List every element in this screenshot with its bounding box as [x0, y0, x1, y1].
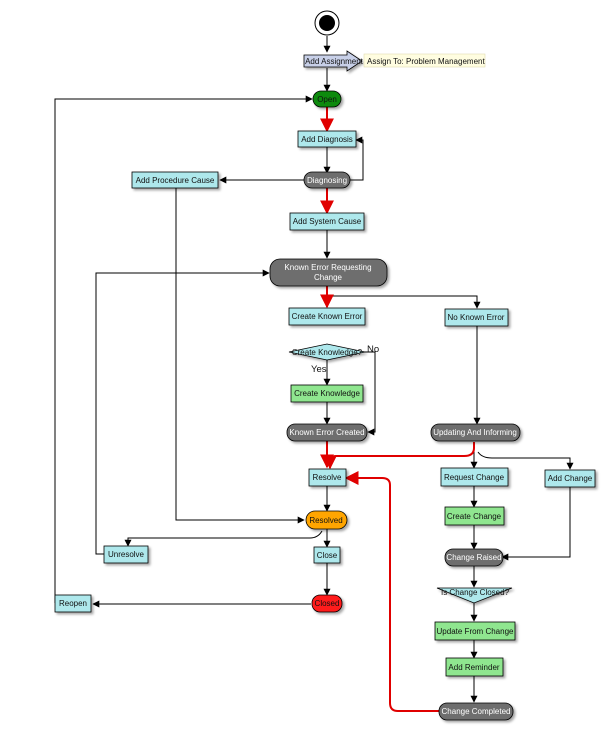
- resolve-node[interactable]: Resolve: [308, 468, 347, 487]
- change-raised-state[interactable]: Change Raised: [444, 548, 504, 567]
- add-procedure-cause-label: Add Procedure Cause: [136, 176, 215, 185]
- update-from-change-node[interactable]: Update From Change: [434, 621, 516, 641]
- create-known-error-node[interactable]: Create Known Error: [288, 307, 366, 326]
- diagnosing-state[interactable]: Diagnosing: [303, 171, 351, 189]
- unresolve-label: Unresolve: [108, 550, 145, 559]
- request-change-node[interactable]: Request Change: [440, 467, 509, 487]
- highlighted-path: [320, 107, 475, 712]
- known-error-created-state[interactable]: Known Error Created: [286, 423, 368, 442]
- request-change-label: Request Change: [444, 473, 505, 482]
- open-label: Open: [317, 95, 337, 104]
- close-label: Close: [317, 551, 338, 560]
- no-branch-label: No: [367, 344, 379, 355]
- add-diagnosis-label: Add Diagnosis: [301, 135, 353, 144]
- reopen-label: Reopen: [59, 599, 87, 608]
- known-error-requesting-change-label-1: Known Error Requesting: [284, 263, 371, 272]
- create-knowledge-decision-label: Create Knowledge?: [292, 348, 363, 357]
- add-system-cause-node[interactable]: Add System Cause: [289, 212, 365, 231]
- create-knowledge-node[interactable]: Create Knowledge: [290, 384, 364, 403]
- updating-and-informing-label: Updating And Informing: [433, 428, 517, 437]
- create-knowledge-label: Create Knowledge: [294, 389, 360, 398]
- resolve-label: Resolve: [313, 473, 342, 482]
- closed-label: Closed: [315, 599, 340, 608]
- open-state[interactable]: Open: [312, 90, 342, 108]
- updating-and-informing-state[interactable]: Updating And Informing: [430, 423, 521, 442]
- no-known-error-node[interactable]: No Known Error: [444, 308, 509, 327]
- create-change-label: Create Change: [447, 512, 502, 521]
- unresolve-node[interactable]: Unresolve: [103, 545, 149, 564]
- close-node[interactable]: Close: [313, 546, 341, 564]
- add-reminder-label: Add Reminder: [448, 663, 499, 672]
- is-change-closed-label: Is Change Closed?: [441, 588, 510, 597]
- change-completed-state[interactable]: Change Completed: [438, 702, 514, 721]
- is-change-closed-decision[interactable]: Is Change Closed?: [436, 587, 513, 604]
- known-error-requesting-change-label-2: Change: [314, 273, 343, 282]
- connectors: [54, 36, 574, 703]
- resolved-label: Resolved: [309, 516, 342, 525]
- known-error-requesting-change-state[interactable]: Known Error Requesting Change: [269, 258, 388, 287]
- add-change-node[interactable]: Add Change: [544, 469, 596, 488]
- assign-to-note-label: Assign To: Problem Management: [367, 57, 485, 66]
- known-error-created-label: Known Error Created: [289, 428, 364, 437]
- add-assignment-label: Add Assignment: [305, 57, 364, 66]
- create-knowledge-decision[interactable]: Create Knowledge?: [288, 343, 366, 361]
- add-change-label: Add Change: [548, 474, 593, 483]
- diagnosing-label: Diagnosing: [307, 176, 347, 185]
- resolved-state[interactable]: Resolved: [305, 510, 348, 530]
- add-diagnosis-node[interactable]: Add Diagnosis: [297, 130, 357, 148]
- add-procedure-cause-node[interactable]: Add Procedure Cause: [131, 171, 219, 189]
- no-known-error-label: No Known Error: [448, 313, 505, 322]
- start-node: [314, 10, 340, 36]
- create-change-node[interactable]: Create Change: [444, 506, 505, 526]
- update-from-change-label: Update From Change: [437, 627, 514, 636]
- add-system-cause-label: Add System Cause: [293, 217, 362, 226]
- change-completed-label: Change Completed: [442, 707, 511, 716]
- yes-branch-label: Yes: [311, 364, 327, 375]
- closed-state[interactable]: Closed: [311, 594, 343, 613]
- change-raised-label: Change Raised: [446, 553, 501, 562]
- add-assignment-node[interactable]: Add Assignment: [303, 50, 364, 72]
- add-reminder-node[interactable]: Add Reminder: [445, 657, 504, 677]
- create-known-error-label: Create Known Error: [292, 312, 363, 321]
- reopen-node[interactable]: Reopen: [54, 594, 92, 613]
- assign-to-note: Assign To: Problem Management: [363, 53, 485, 68]
